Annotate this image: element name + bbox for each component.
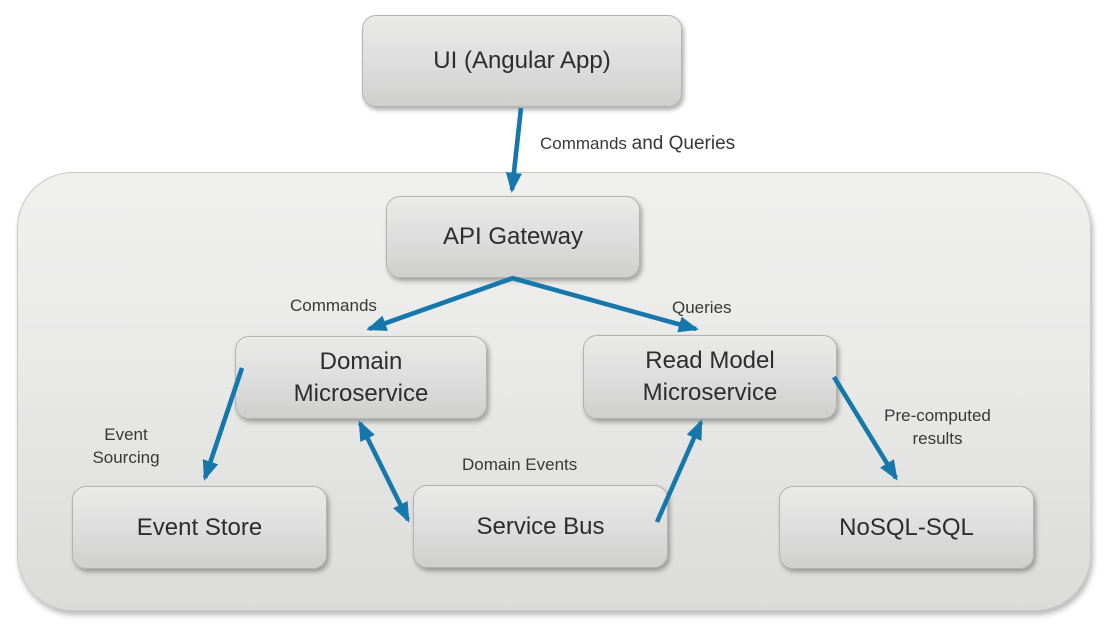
- node-label: Read Model Microservice: [642, 347, 778, 406]
- node-read-model-microservice: Read Model Microservice: [583, 335, 837, 419]
- label-commands: Commands: [290, 296, 377, 315]
- label-queries: Queries: [672, 298, 732, 317]
- node-domain-microservice: Domain Microservice: [235, 336, 487, 419]
- label-domain-events: Domain Events: [462, 455, 578, 474]
- node-event-store: Event Store: [72, 486, 327, 569]
- label-event-sourcing: Event Sourcing: [92, 425, 160, 468]
- node-label: Service Bus: [476, 512, 605, 540]
- label-part: Commands: [540, 134, 627, 153]
- node-ui-angular-app: UI (Angular App): [362, 15, 682, 107]
- node-api-gateway: API Gateway: [386, 196, 640, 278]
- node-label: NoSQL-SQL: [839, 513, 974, 541]
- label-part: and Queries: [631, 133, 736, 154]
- node-label: Domain Microservice: [293, 347, 429, 407]
- label-pre-computed-results: Pre-computed results: [884, 406, 991, 449]
- node-label: Event Store: [136, 513, 263, 541]
- node-service-bus: Service Bus: [413, 485, 668, 568]
- node-label: API Gateway: [442, 223, 584, 251]
- node-label: UI (Angular App): [433, 47, 611, 75]
- label-commands-and-queries: Commands and Queries: [540, 131, 735, 157]
- node-nosql-sql: NoSQL-SQL: [779, 486, 1034, 569]
